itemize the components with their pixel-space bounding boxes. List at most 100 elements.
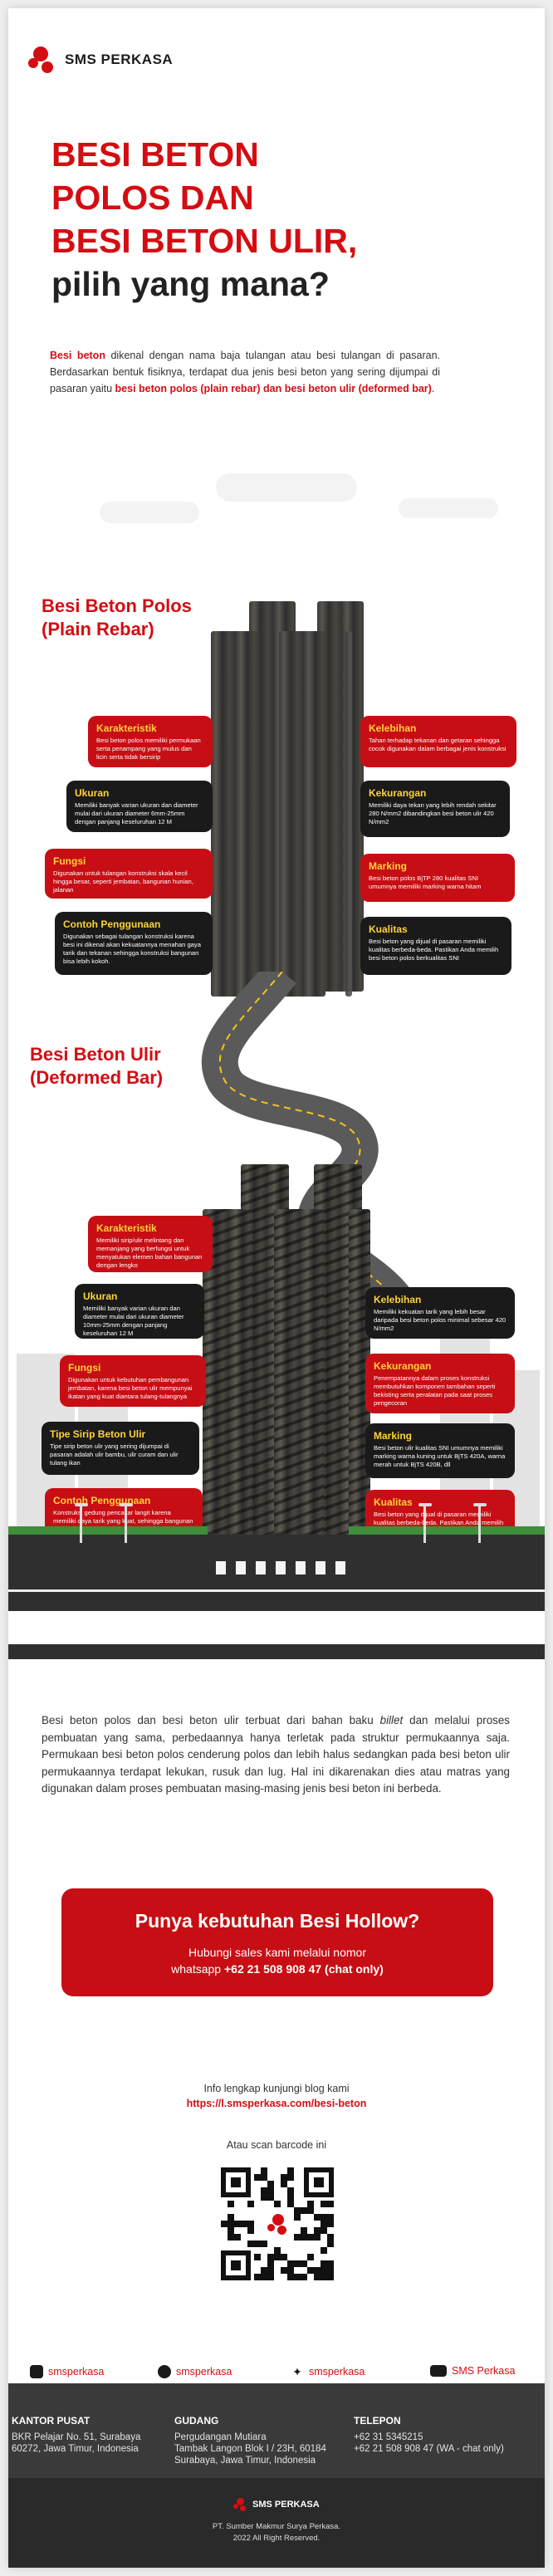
card-body: Tahan terhadap tekanan dan getaran sehin… [369, 737, 507, 752]
qr-module [228, 2214, 234, 2221]
social-label: SMS Perkasa [452, 2365, 516, 2377]
qr-module [287, 2267, 294, 2274]
footer-logo-mark-icon [232, 2496, 249, 2513]
page-title: BESI BETON POLOS DAN BESI BETON ULIR, pi… [51, 133, 516, 306]
qr-module [294, 2207, 301, 2214]
qr-module [321, 2267, 327, 2274]
footer-warehouse-heading: GUDANG [174, 2415, 219, 2427]
card-body: Memiliki sirip/ulir melintang dan memanj… [96, 1237, 203, 1269]
qr-module [281, 2254, 287, 2260]
street-lamp [80, 1503, 82, 1543]
card-body: Digunakan untuk kebutuhan pembangunan je… [68, 1376, 193, 1400]
qr-module [307, 2267, 314, 2274]
social-youtube[interactable]: SMS Perkasa [430, 2365, 515, 2377]
blog-link[interactable]: https://l.smsperkasa.com/besi-beton [186, 2098, 367, 2109]
qr-module [261, 2174, 267, 2181]
footer-office-line: 60272, Jawa Timur, Indonesia [12, 2444, 139, 2454]
qr-module [234, 2221, 241, 2227]
qr-finder-top-left [221, 2167, 251, 2197]
cloud-shape [100, 502, 199, 523]
ulir-card-kelebihan: Kelebihan Memiliki kekuatan tarik yang l… [365, 1287, 515, 1339]
qr-module [307, 2254, 314, 2260]
plain-rebar-rod [279, 631, 325, 997]
social-instagram[interactable]: smsperkasa [30, 2365, 104, 2378]
street-lamp-head [120, 1503, 133, 1506]
logo-mark-icon [27, 43, 60, 76]
card-heading: Kualitas [369, 923, 408, 935]
qr-module [321, 2260, 327, 2267]
card-body: Besi beton polos memiliki permukaan sert… [96, 737, 201, 761]
intro-lead: Besi beton [50, 350, 105, 361]
qr-module [327, 2267, 334, 2274]
qr-module [301, 2260, 307, 2267]
whatsapp-number-link[interactable]: +62 21 508 908 47 (chat only) [223, 1962, 384, 1976]
footer-logo: SMS PERKASA [232, 2496, 320, 2513]
crosswalk-stripe [236, 1561, 246, 1574]
footer-phone-line[interactable]: +62 21 508 908 47 (WA - chat only) [354, 2444, 504, 2454]
social-label: smsperkasa [176, 2366, 232, 2378]
social-facebook[interactable]: smsperkasa [158, 2365, 232, 2378]
qr-module [247, 2201, 254, 2207]
scan-label: Atau scan barcode ini [226, 2139, 327, 2151]
footer-warehouse-line: Pergudangan Mutiara [174, 2432, 267, 2442]
footer-phone-line[interactable]: +62 31 5345215 [354, 2432, 423, 2442]
card-heading: Kelebihan [374, 1294, 422, 1305]
brand-logo[interactable]: SMS PERKASA [27, 43, 173, 76]
card-heading: Marking [369, 860, 408, 872]
card-heading: Karakteristik [96, 722, 157, 734]
qr-module [267, 2181, 274, 2187]
card-body: Memiliki banyak varian ukuran dan diamet… [75, 801, 198, 825]
card-heading: Fungsi [53, 855, 86, 867]
qr-module [254, 2174, 261, 2181]
qr-module [314, 2234, 321, 2241]
polos-card-kekurangan: Kekurangan Memiliki daya tekan yang lebi… [360, 781, 510, 837]
qr-module [228, 2201, 234, 2207]
card-body: Besi beton ulir kualitas SNI umumnya mem… [374, 1444, 506, 1468]
card-body: Besi beton polos BjTP 280 kualitas SNI u… [369, 874, 482, 890]
footer-warehouse-line: Tambak Langon Blok I / 23H, 60184 [174, 2444, 326, 2454]
ulir-card-kekurangan: Kekurangan Penempatannya dalam proses ko… [365, 1354, 515, 1413]
ulir-card-ukuran: Ukuran Memiliki banyak varian ukuran dan… [75, 1284, 204, 1339]
social-label: smsperkasa [48, 2366, 105, 2378]
qr-module [321, 2214, 327, 2221]
card-body: Tipe sirip beton ulir yang sering dijump… [50, 1442, 179, 1467]
qr-module [327, 2221, 334, 2227]
footer-copyright: PT. Sumber Makmur Surya Perkasa. 2022 Al… [8, 2521, 545, 2544]
footer-phone-heading: TELEPON [354, 2415, 401, 2427]
cta-text: Hubungi sales kami melalui nomor whatsap… [61, 1944, 493, 1977]
title-line-4: pilih yang mana? [51, 265, 330, 303]
qr-module [327, 2234, 334, 2241]
plain-rebar-rod [211, 631, 257, 997]
title-line-1: BESI BETON [51, 135, 259, 174]
deformed-rebar-rod [274, 1209, 324, 1556]
card-body: Memiliki banyak varian ukuran dan diamet… [83, 1305, 184, 1337]
cta-line-2-prefix: whatsapp [171, 1962, 224, 1976]
footer-phone: TELEPON +62 31 5345215 +62 21 508 908 47… [354, 2415, 504, 2455]
qr-module [254, 2274, 261, 2280]
qr-finder-bottom-left [221, 2250, 251, 2280]
crosswalk-stripe [296, 1561, 306, 1574]
qr-module [274, 2254, 281, 2260]
contact-cta-box[interactable]: Punya kebutuhan Besi Hollow? Hubungi sal… [61, 1888, 493, 1996]
qr-module [267, 2254, 274, 2260]
ulir-section-title: Besi Beton Ulir (Deformed Bar) [30, 1043, 163, 1090]
footer-warehouse-line: Surabaya, Jawa Timur, Indonesia [174, 2456, 316, 2466]
qr-module [307, 2201, 314, 2207]
street-lamp [478, 1503, 481, 1543]
social-label: smsperkasa [309, 2366, 365, 2378]
qr-module [267, 2194, 274, 2201]
social-twitter[interactable]: ✦ smsperkasa [291, 2365, 365, 2378]
card-body: Memiliki kekuatan tarik yang lebih besar… [374, 1308, 507, 1332]
qr-center-logo-icon [264, 2211, 291, 2237]
footer-rights: 2022 All Right Reserved. [232, 2534, 321, 2543]
qr-module [274, 2247, 281, 2254]
card-heading: Tipe Sirip Beton Ulir [50, 1428, 146, 1440]
footer-company: PT. Sumber Makmur Surya Perkasa. [212, 2522, 341, 2531]
qr-code[interactable] [221, 2167, 334, 2280]
qr-module [261, 2267, 267, 2274]
body-text-2: dan melalui proses pembuatan yang sama, … [42, 1714, 510, 1795]
polos-card-ukuran: Ukuran Memiliki banyak varian ukuran dan… [66, 781, 213, 832]
card-heading: Ukuran [75, 787, 110, 799]
qr-module [281, 2174, 287, 2181]
qr-module [321, 2227, 327, 2234]
